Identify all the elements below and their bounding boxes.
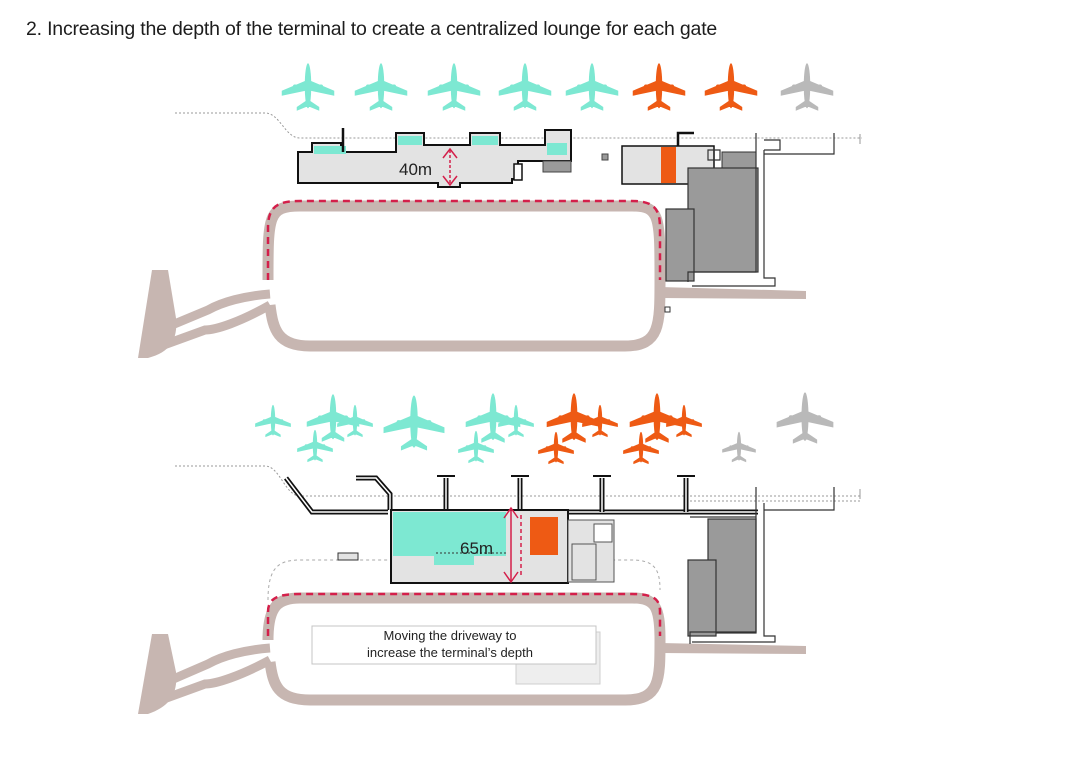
proposed-curb-highlight: [266, 592, 662, 636]
proposed-depth-label: 65m: [460, 539, 493, 558]
aircraft-icon: [383, 395, 445, 451]
proposed-aircraft-row: [255, 392, 834, 465]
current-depth-dimension: 40m: [399, 147, 458, 187]
proposed-east-structures: [687, 487, 861, 644]
aircraft-icon: [281, 63, 335, 111]
proposed-terminal: [284, 475, 758, 584]
aircraft-icon: [704, 63, 758, 111]
current-terminal: [297, 128, 715, 188]
current-east-structures: [664, 133, 861, 313]
proposed-roadway: [138, 592, 806, 714]
aircraft-icon: [354, 63, 408, 111]
aircraft-icon: [565, 63, 619, 111]
apron-boundary: [175, 112, 862, 139]
page-title: 2. Increasing the depth of the terminal …: [26, 18, 718, 40]
aircraft-icon: [629, 393, 685, 443]
aircraft-icon: [255, 404, 291, 438]
current-depth-label: 40m: [399, 160, 432, 179]
aircraft-icon: [427, 63, 481, 111]
aircraft-icon: [722, 431, 756, 463]
aircraft-icon: [632, 63, 686, 111]
proposed-plan: 65m Moving the driveway to increase the …: [138, 392, 862, 714]
driveway-note-line2: increase the terminal’s depth: [367, 645, 533, 660]
driveway-note-line1: Moving the driveway to: [384, 628, 517, 643]
aircraft-icon: [498, 63, 552, 111]
driveway-note-callout: Moving the driveway to increase the term…: [311, 625, 601, 685]
current-plan: 40m: [138, 63, 862, 358]
aircraft-icon: [776, 392, 834, 444]
aircraft-icon: [780, 63, 834, 111]
proposed-depth-dimension: 65m: [436, 506, 522, 584]
current-aircraft-row: [281, 63, 834, 111]
current-curb-highlight: [266, 199, 662, 280]
